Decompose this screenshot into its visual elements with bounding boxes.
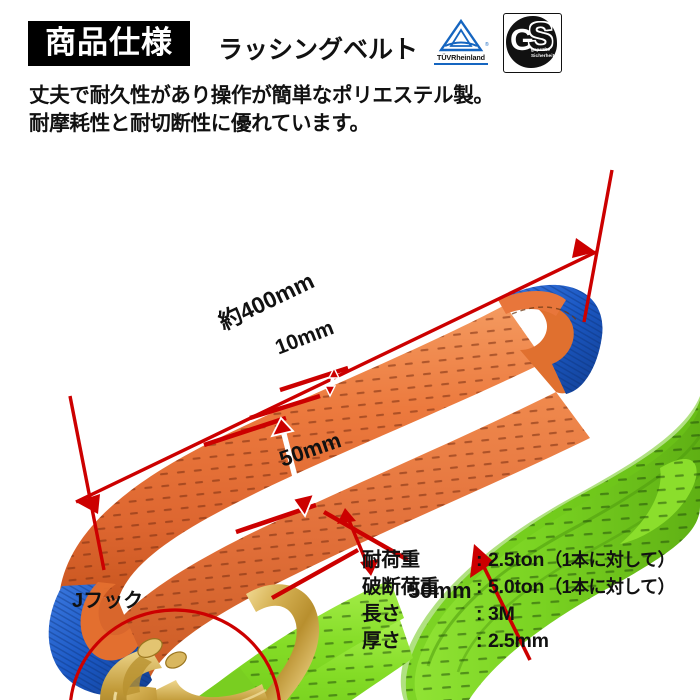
green-width-arrow bbox=[337, 508, 379, 576]
product-name: ラッシングベルト bbox=[218, 36, 419, 64]
spec-colon: : bbox=[476, 603, 483, 625]
gs-letter-g: G bbox=[510, 22, 535, 57]
jhook-tip-2 bbox=[165, 651, 187, 669]
registered-mark-icon: ® bbox=[485, 42, 489, 48]
tuv-rheinland-icon: ® TÜVRheinland bbox=[430, 18, 492, 70]
jhook-label: Jフック bbox=[72, 590, 144, 612]
jhook-shank bbox=[152, 680, 268, 700]
loop-stitching bbox=[511, 306, 579, 323]
thickness-tick-top bbox=[279, 365, 349, 393]
spec-colon: : bbox=[476, 630, 483, 652]
jhook-highlight-2 bbox=[240, 688, 267, 700]
spec-value: 2.5mm bbox=[488, 630, 549, 652]
tuv-underline bbox=[434, 63, 488, 65]
green-tail-texture bbox=[269, 620, 413, 700]
spec-key: 長さ bbox=[362, 603, 401, 625]
length-right-arrowhead bbox=[572, 238, 596, 258]
gs-letter-s: S bbox=[528, 16, 554, 58]
length-left-tick bbox=[68, 395, 106, 571]
orange-weave-texture bbox=[60, 305, 545, 600]
spec-colon: : bbox=[476, 576, 483, 598]
spec-pointer-line bbox=[476, 554, 532, 661]
orange-loop-inner-left bbox=[80, 582, 138, 661]
jhook-shadow bbox=[122, 656, 152, 696]
length-left-arrowhead bbox=[76, 494, 100, 514]
spec-colon: : bbox=[476, 549, 483, 571]
tuv-label: TÜVRheinland bbox=[437, 53, 485, 62]
jhook-rear-bar bbox=[246, 584, 320, 700]
blue-loop-right-texture bbox=[498, 284, 603, 394]
thickness-tick-bottom bbox=[249, 393, 321, 421]
orange-weave-texture-2 bbox=[93, 392, 590, 678]
product-photo: 約400mm 10mm 50mm 50mm Jフック bbox=[0, 100, 700, 700]
spec-key: 耐荷重 bbox=[362, 549, 420, 571]
gs-mark-icon: G S geprüfte Sicherheit bbox=[503, 13, 562, 73]
description-line-2: 耐摩耗性と耐切断性に優れています。 bbox=[29, 111, 370, 135]
product-description: 丈夫で耐久性があり操作が簡単なポリエステル製。 耐摩耗性と耐切断性に優れています… bbox=[29, 82, 494, 137]
length-right-tick bbox=[582, 169, 614, 323]
jhook-tip-1 bbox=[137, 638, 163, 658]
table-row: 耐荷重 : 2.5ton （1本に対して） bbox=[362, 543, 697, 571]
header: 商品仕様 ラッシングベルト ® TÜVRheinland G S geprüft… bbox=[0, 0, 700, 78]
green-width-tick-top bbox=[322, 510, 410, 562]
page-title-badge: 商品仕様 bbox=[28, 21, 190, 67]
gs-sublabel: geprüfte Sicherheit bbox=[531, 47, 555, 59]
orange-width-arrow bbox=[270, 416, 316, 518]
description-line-1: 丈夫で耐久性があり操作が簡単なポリエステル製。 bbox=[29, 84, 494, 107]
specification-table: 耐荷重 : 2.5ton （1本に対して） 破断荷重 : 5.0ton （1本に… bbox=[362, 543, 697, 652]
green-weave-texture bbox=[405, 400, 700, 700]
green-width-tick-bottom bbox=[270, 548, 360, 600]
table-row: 厚さ : 2.5mm bbox=[362, 624, 697, 652]
belt-illustration bbox=[48, 169, 700, 700]
spec-value: 3M bbox=[488, 603, 515, 625]
spec-note: （1本に対して） bbox=[544, 577, 675, 597]
tuv-triangle-icon bbox=[438, 19, 484, 52]
spec-value: 2.5ton bbox=[488, 549, 545, 571]
table-row: 長さ : 3M bbox=[362, 597, 697, 625]
spec-key: 破断荷重 bbox=[362, 576, 440, 598]
spec-key: 厚さ bbox=[362, 630, 401, 652]
spec-pointer-arrowhead bbox=[470, 544, 494, 578]
spec-value: 5.0ton bbox=[488, 576, 545, 598]
orange-loop-inner-right bbox=[498, 291, 566, 316]
green-width-dimension-label: 50mm bbox=[408, 578, 472, 603]
spec-note: （1本に対して） bbox=[544, 550, 675, 570]
jhook-highlight bbox=[113, 691, 118, 700]
orange-width-tick-top bbox=[203, 415, 287, 448]
jhook-highlight-circle bbox=[69, 608, 281, 700]
table-row: 破断荷重 : 5.0ton （1本に対して） bbox=[362, 570, 697, 598]
thickness-arrow bbox=[323, 366, 341, 398]
gs-blob-shape bbox=[506, 16, 557, 68]
